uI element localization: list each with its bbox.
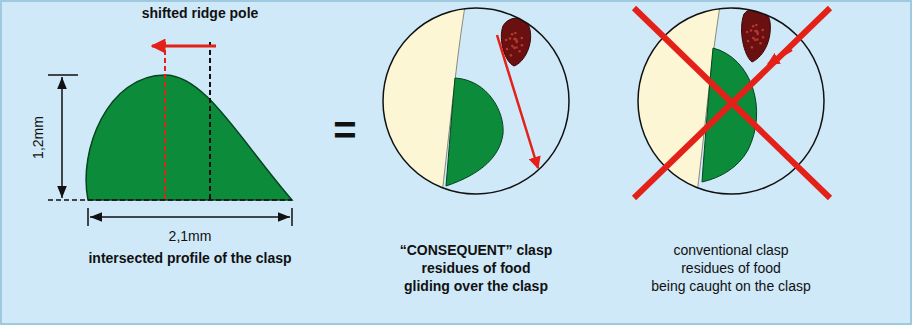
dimension-label: 2,1mm (169, 228, 212, 245)
caption-line: “CONSEQUENT” clasp (400, 242, 552, 259)
caption-line: residues of food (422, 260, 531, 277)
figure-caption: intersected profile of the clasp (88, 250, 291, 267)
caption-line: residues of food (681, 260, 781, 277)
cross-mark (634, 8, 830, 198)
figure-heading: shifted ridge pole (142, 5, 259, 22)
caption-line: gliding over the clasp (404, 278, 548, 295)
equals-sign: = (333, 108, 356, 152)
cross-mark (634, 8, 830, 198)
conventional-clasp-view (625, 0, 830, 210)
caption-line: being caught on the clasp (651, 278, 811, 295)
dimension-label: 1,2mm (29, 116, 46, 159)
consequent-clasp-view (370, 0, 569, 210)
clasp-profile (48, 42, 292, 226)
caption-line: conventional clasp (673, 242, 788, 259)
